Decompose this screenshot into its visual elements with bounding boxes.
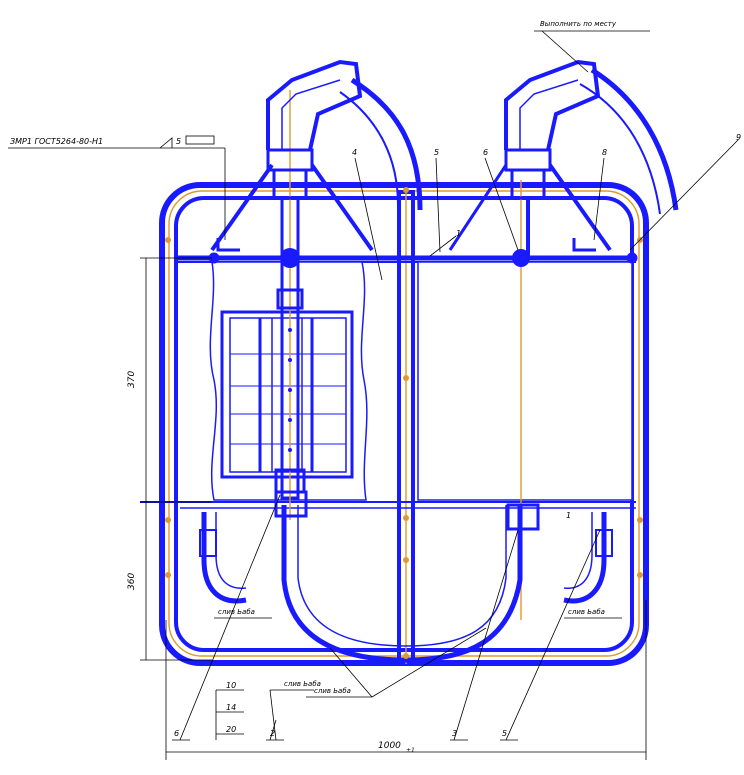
- dim-overall-width: 1000: [378, 741, 401, 751]
- bottom-leader-6: 6: [174, 729, 179, 738]
- bottom-leader-5: 5: [502, 729, 507, 738]
- dim-lower-height: 360: [127, 573, 137, 590]
- dim-upper-height: 370: [127, 371, 137, 388]
- stack-10: 10: [226, 681, 236, 690]
- callout-8: 8: [602, 148, 607, 157]
- stack-14: 14: [226, 703, 236, 712]
- callout-9: 9: [736, 133, 741, 142]
- pipe-note-left: слив Ьаба: [214, 608, 272, 619]
- callout-5: 5: [434, 148, 439, 157]
- callout-1: 1: [456, 229, 461, 238]
- right-hopper: [448, 59, 679, 258]
- callout-4: 4: [352, 148, 357, 157]
- svg-text:слив Ьаба: слив Ьаба: [218, 608, 255, 616]
- bottom-leader-2: 2: [270, 729, 275, 738]
- weld-leg: 5: [176, 137, 181, 146]
- stack-table: [215, 689, 244, 740]
- svg-text:слив Ьаба: слив Ьаба: [314, 687, 351, 695]
- frame-markers: [165, 187, 643, 659]
- beam-brackets: [208, 238, 638, 264]
- lower-beam: [140, 501, 636, 509]
- pipe-note-bottom-left: слив Ьаба: [269, 680, 321, 741]
- right-panel: [417, 180, 633, 620]
- dim-overall-width-tol: ±1: [406, 747, 415, 754]
- bottom-leader-3: 3: [452, 729, 457, 738]
- svg-text:слив Ьаба: слив Ьаба: [568, 608, 605, 616]
- weld-spec-text: ЗМР1 ГОСТ5264-80-Н1: [10, 137, 103, 146]
- drain-pipes: [199, 490, 613, 663]
- bottom-leaders: [172, 494, 601, 741]
- pipe-note-right: слив Ьаба: [564, 608, 622, 619]
- dimension-lines: [140, 257, 647, 760]
- stack-20: 20: [226, 725, 236, 734]
- top-note-text: Выполнить по месту: [540, 20, 617, 28]
- left-panel: [209, 90, 368, 520]
- top-note: Выполнить по месту: [534, 20, 650, 73]
- callout-1b: 1: [566, 511, 571, 520]
- top-callouts: [354, 139, 739, 281]
- callout-6: 6: [483, 148, 488, 157]
- pipe-note-center: слив Ьаба: [306, 627, 487, 698]
- svg-text:слив Ьаба: слив Ьаба: [284, 680, 321, 688]
- weld-spec: ЗМР1 ГОСТ5264-80-Н1 5: [8, 135, 226, 240]
- left-hopper: [210, 59, 423, 252]
